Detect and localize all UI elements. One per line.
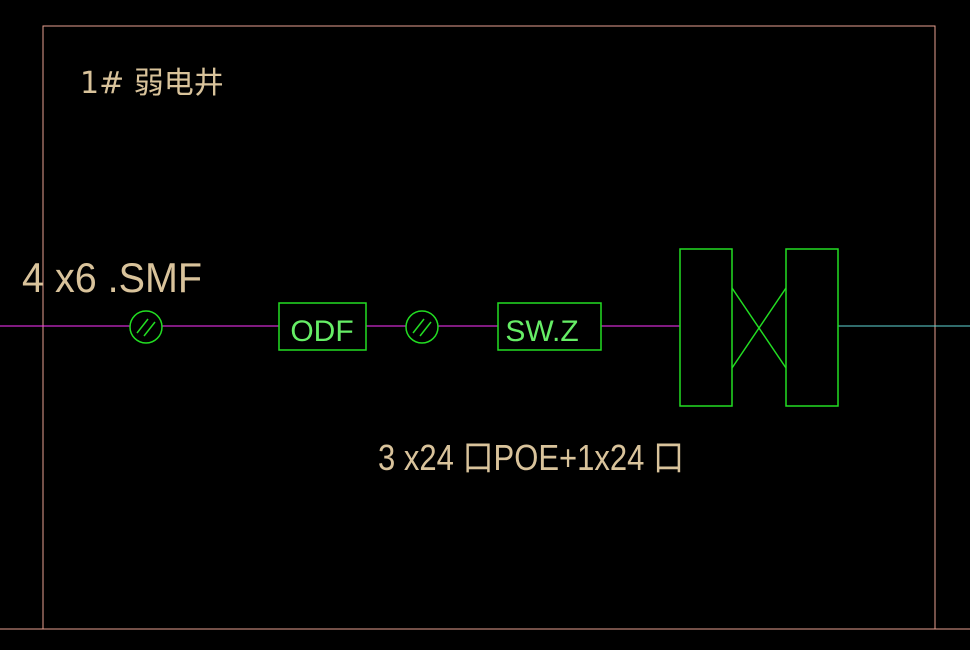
cable-label: 4 x6 .SMF <box>22 254 202 301</box>
odf-label: ODF <box>290 315 353 348</box>
switch-box: SW.Z <box>497 302 602 351</box>
patch-panel-cross-icon <box>679 248 839 407</box>
switch-spec-label: 3 x24 口POE+1x24 口 <box>378 437 684 478</box>
fiber-connector-icon <box>405 310 439 344</box>
odf-box: ODF <box>278 302 367 351</box>
fiber-connector-icon <box>129 310 163 344</box>
room-label: 1# 弱电井 <box>80 66 224 101</box>
switch-label: SW.Z <box>505 315 578 348</box>
room-frame <box>42 25 936 630</box>
